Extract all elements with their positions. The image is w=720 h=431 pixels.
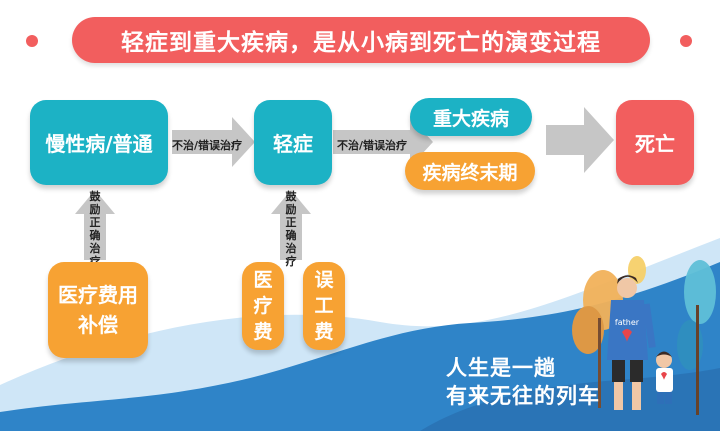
page-title: 轻症到重大疾病，是从小病到死亡的演变过程 — [72, 17, 650, 63]
arrow-chronic-to-mild — [172, 117, 255, 167]
node-terminal: 疾病终末期 — [405, 152, 535, 190]
node-death: 死亡 — [616, 100, 694, 185]
blue-wave — [0, 262, 720, 431]
svg-text:father: father — [615, 318, 640, 327]
node-major: 重大疾病 — [410, 98, 532, 136]
medical-compensation-text: 医疗费用补偿 — [58, 283, 138, 337]
arrow-outcomes-to-death — [546, 107, 614, 173]
label-treatment-2: 鼓励正确治疗 — [285, 190, 297, 268]
wave-stripe — [420, 368, 720, 431]
child-figure — [656, 351, 673, 404]
label-treatment-1: 鼓励正确治疗 — [89, 190, 101, 268]
medical-fee-text: 医疗费 — [253, 269, 273, 343]
slogan-line-1: 人生是一趟 — [446, 356, 556, 380]
label-untreated-2: 不治/错误治疗 — [337, 139, 408, 152]
arrow-up-comp — [75, 190, 115, 260]
flow-arrows — [75, 107, 614, 260]
arrow-mild-to-outcomes — [333, 117, 433, 167]
node-mild: 轻症 — [254, 100, 332, 185]
arrow-up-fees — [271, 190, 311, 260]
slogan-line-2: 有来无往的列车 — [446, 384, 600, 408]
father-figure: father — [607, 275, 656, 410]
node-chronic: 慢性病/普通 — [30, 100, 168, 185]
left-dot — [26, 35, 38, 47]
right-dot — [680, 35, 692, 47]
lost-wages-text: 误工费 — [314, 269, 334, 343]
label-untreated-1: 不治/错误治疗 — [172, 139, 243, 152]
node-medical-fee: 医疗费 — [242, 262, 284, 350]
node-medical-compensation: 医疗费用补偿 — [48, 262, 148, 358]
node-lost-wages: 误工费 — [303, 262, 345, 350]
